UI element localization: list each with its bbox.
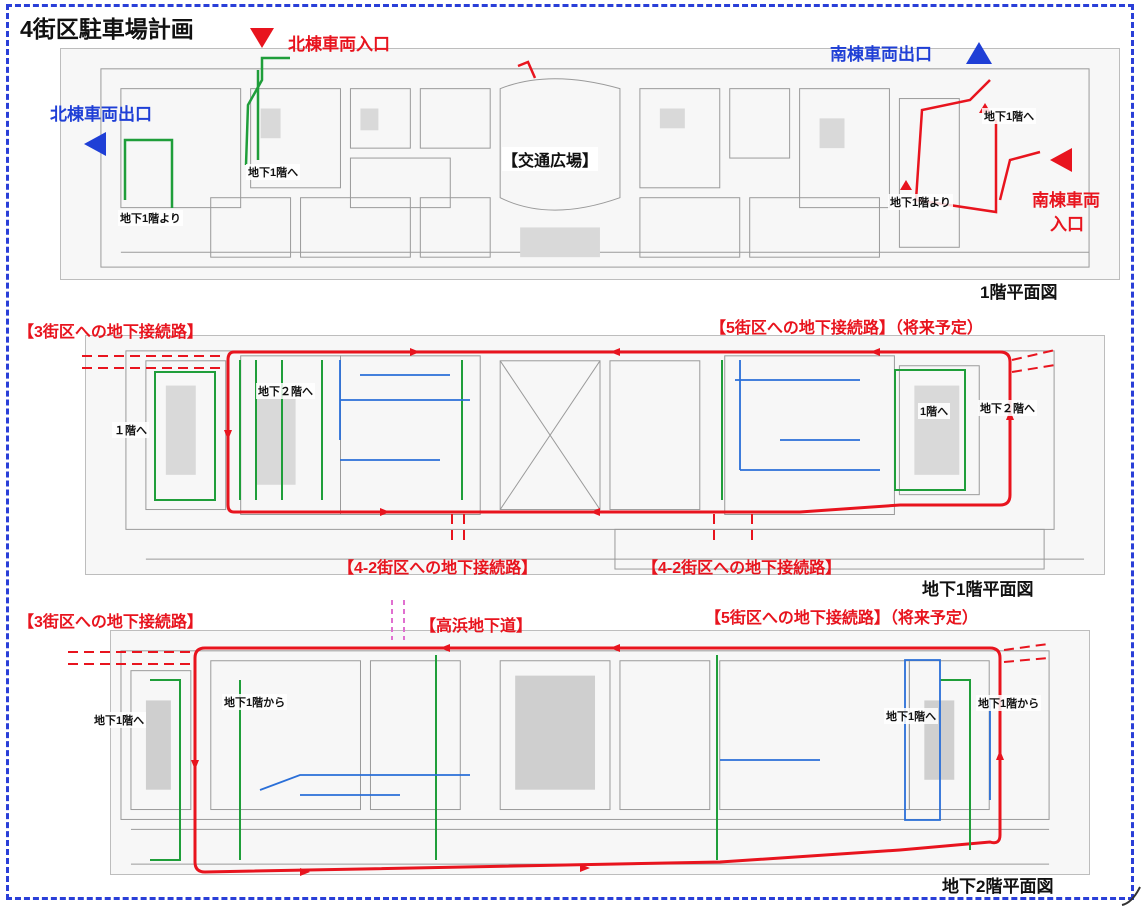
page-title: 4街区駐車場計画 xyxy=(16,10,198,44)
b2-link-block5: 【5街区への地下接続路】（将来予定） xyxy=(705,610,978,627)
south-exit-icon xyxy=(966,42,992,64)
b2-from-b1-left: 地下1階から xyxy=(222,694,288,710)
b1-to-b2-right: 地下２階へ xyxy=(978,400,1037,416)
basement2-drawing xyxy=(120,650,1050,865)
floor1-to-b1-b: 地下1階へ xyxy=(982,108,1037,124)
b2-to-b1-left: 地下1階へ xyxy=(92,712,147,728)
south-entry-label-2: 入口 xyxy=(1050,215,1084,234)
b1-to-f1-right: 1階へ xyxy=(918,403,951,419)
south-exit-label: 南棟車両出口 xyxy=(830,45,932,64)
floor1-name: 1階平面図 xyxy=(980,283,1058,302)
b2-takahama: 【高浜地下道】 xyxy=(420,618,533,635)
floor1-from-b1-a: 地下1階より xyxy=(118,210,183,226)
b1-to-f1-left: １階へ xyxy=(112,422,149,438)
b1-link-42-a: 【4-2街区への地下接続路】 xyxy=(338,560,538,577)
page-curl-icon xyxy=(1121,886,1141,906)
basement1-plan xyxy=(85,335,1105,575)
b1-to-b2-left: 地下２階へ xyxy=(256,383,315,399)
floor1-from-b1-b: 地下1階より xyxy=(888,194,953,210)
north-entry-icon xyxy=(250,28,274,48)
traffic-plaza-label: 【交通広場】 xyxy=(502,147,599,171)
b2-to-b1-right: 地下1階へ xyxy=(884,708,939,724)
page-frame xyxy=(6,4,1134,900)
basement2-plan xyxy=(110,630,1090,875)
basement2-name: 地下2階平面図 xyxy=(942,877,1054,896)
basement1-drawing xyxy=(125,350,1085,570)
south-entry-label-1: 南棟車両 xyxy=(1032,191,1100,210)
north-exit-icon xyxy=(84,132,106,156)
b1-link-block5: 【5街区への地下接続路】（将来予定） xyxy=(710,320,983,337)
basement1-name: 地下1階平面図 xyxy=(922,580,1034,599)
b1-link-42-b: 【4-2街区への地下接続路】 xyxy=(642,560,842,577)
south-entry-icon xyxy=(1050,148,1072,172)
b2-from-b1-right: 地下1階から xyxy=(976,695,1042,711)
b2-link-block3: 【3街区への地下接続路】 xyxy=(18,614,203,631)
north-entry-label: 北棟車両入口 xyxy=(288,35,390,54)
north-exit-label: 北棟車両出口 xyxy=(50,105,152,124)
floor1-to-b1-a: 地下1階へ xyxy=(246,164,301,180)
b1-link-block3: 【3街区への地下接続路】 xyxy=(18,324,203,341)
